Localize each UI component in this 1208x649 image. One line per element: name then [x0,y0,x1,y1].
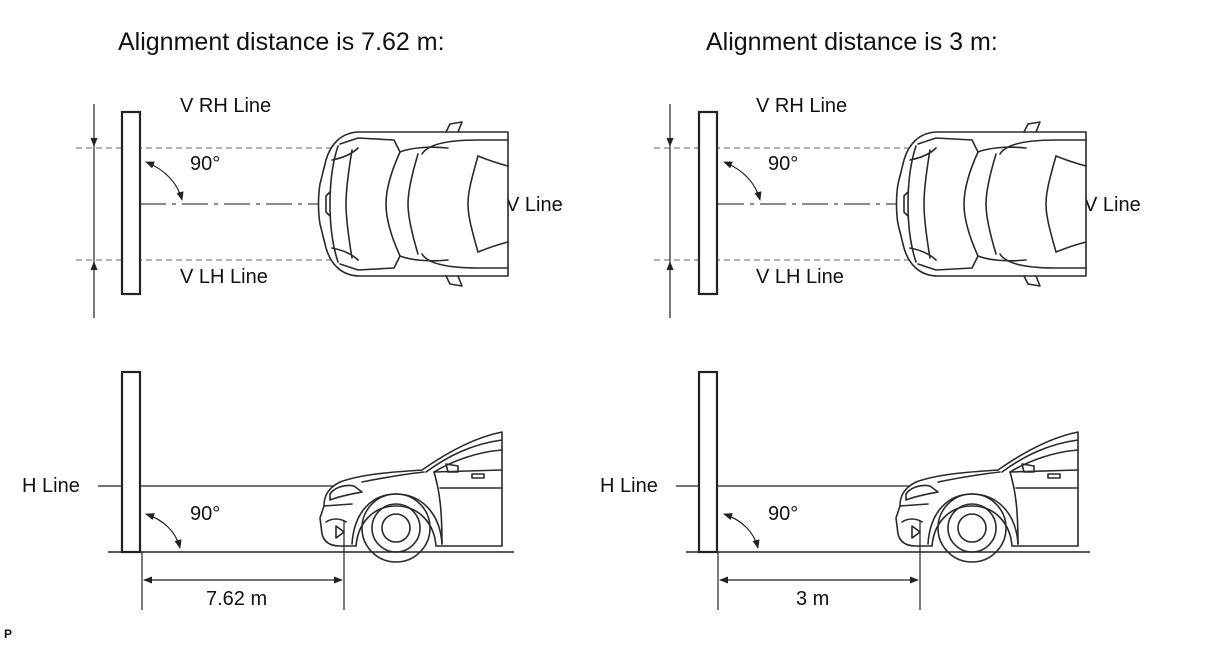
screen-side-view [697,370,719,554]
h-line-label: H Line [22,475,80,497]
panel-title: Alignment distance is 7.62 m: [118,28,445,56]
angle-arc-icon [723,161,762,201]
car-top-view [317,121,509,287]
v-rh-label: V RH Line [756,95,847,117]
panel-alignment-762: Alignment distance is 7.62 m: V RH Line … [22,28,563,610]
panel-title: Alignment distance is 3 m: [706,28,998,56]
v-lh-label: V LH Line [756,266,844,288]
car-top-view [895,121,1087,287]
angle-label-side: 90° [768,503,798,525]
v-line-label: V Line [1084,194,1141,216]
side-view: H Line 90° 7.62 m [22,370,514,610]
angle-arc-icon [145,161,184,201]
v-line-label: V Line [506,194,563,216]
angle-label-top: 90° [190,153,220,175]
distance-label: 7.62 m [206,588,267,610]
v-lh-label: V LH Line [180,266,268,288]
distance-label: 3 m [796,588,829,610]
h-line-label: H Line [600,475,658,497]
angle-label-side: 90° [190,503,220,525]
angle-arc-icon [723,513,760,549]
screen-top-view [697,110,719,296]
footer-mark: P [4,627,12,641]
screen-side-view [120,370,142,554]
v-rh-label: V RH Line [180,95,271,117]
car-side-view [895,431,1079,563]
side-view: H Line 90° 3 m [600,370,1090,610]
panel-alignment-3: Alignment distance is 3 m: V RH Line 90°… [600,28,1141,610]
top-view: V RH Line 90° V LH Line V Line [76,95,563,318]
car-side-view [319,431,503,563]
top-view: V RH Line 90° V LH Line V Line [654,95,1141,318]
screen-top-view [120,110,142,296]
angle-label-top: 90° [768,153,798,175]
angle-arc-icon [145,513,182,549]
